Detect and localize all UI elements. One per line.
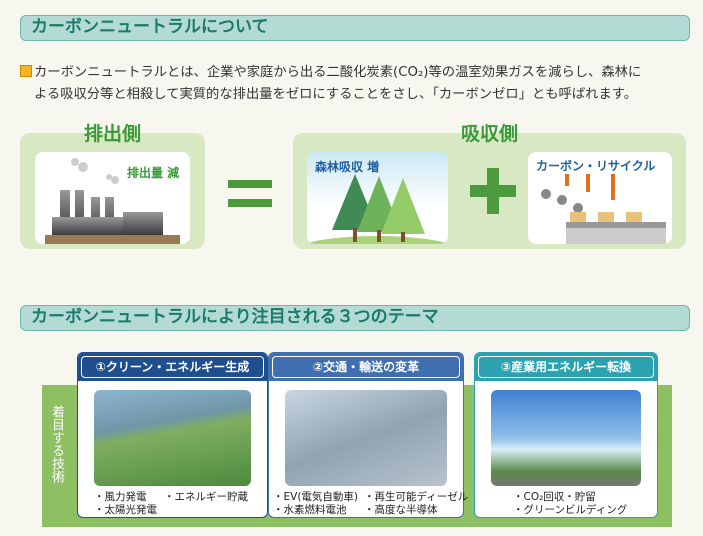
- paragraph-line-1: カーボンニュートラルとは、企業や家庭から出る二酸化炭素(CO₂)等の温室効果ガス…: [34, 65, 642, 80]
- bullet-item: ・エネルギー貯蔵: [164, 491, 248, 503]
- hydrogen-tank-photo: [491, 390, 641, 486]
- ev-car-photo: [285, 390, 447, 486]
- emission-title: 排出側: [83, 123, 141, 145]
- theme-card-industrial-energy: ③産業用エネルギー転換 ・CO₂回収・貯留 ・グリーンビルディング: [474, 352, 658, 518]
- tree-icon: [307, 174, 448, 244]
- theme-card-clean-energy: ①クリーン・エネルギー生成 ・風力発電 ・エネルギー貯蔵 ・太陽光発電: [77, 352, 268, 518]
- factory-illustration: 排出量 減: [35, 152, 190, 244]
- wind-farm-photo: [94, 390, 251, 486]
- absorption-title: 吸収側: [460, 123, 518, 145]
- equals-icon: [228, 180, 272, 207]
- emission-panel: 排出側 排出量 減: [20, 123, 205, 249]
- theme-title: ②交通・輸送の変革: [272, 356, 460, 378]
- absorption-panel: 吸収側 森林吸収 増 カーボン・リサイクル: [293, 123, 686, 249]
- square-bullet-icon: [20, 65, 32, 77]
- intro-paragraph: カーボンニュートラルとは、企業や家庭から出る二酸化炭素(CO₂)等の温室効果ガス…: [20, 62, 695, 106]
- factory-icon: [45, 158, 180, 244]
- technology-side-label: 着目する技術: [49, 405, 64, 483]
- bullet-item: ・水素燃料電池: [273, 504, 347, 516]
- theme-title: ①クリーン・エネルギー生成: [81, 356, 264, 378]
- forest-label: 森林吸収 増: [315, 160, 380, 174]
- emission-label: 排出量 減: [127, 166, 180, 180]
- section-header-themes: カーボンニュートラルにより注目される３つのテーマ: [20, 305, 690, 331]
- theme-title: ③産業用エネルギー転換: [478, 356, 654, 378]
- bullet-item: ・風力発電: [94, 491, 147, 503]
- bullet-item: ・EV(電気自動車): [273, 491, 359, 503]
- paragraph-line-2: よる吸収分等と相殺して実質的な排出量をゼロにすることをさし、「カーボンゼロ」とも…: [34, 87, 638, 102]
- forest-illustration: 森林吸収 増: [307, 152, 448, 244]
- bullet-item: ・太陽光発電: [94, 504, 157, 516]
- theme-card-transport: ②交通・輸送の変革 ・EV(電気自動車) ・再生可能ディーゼル ・水素燃料電池 …: [268, 352, 468, 518]
- bullet-item: ・CO₂回収・貯留: [513, 491, 596, 503]
- bullet-item: ・高度な半導体: [364, 504, 438, 516]
- recycle-label: カーボン・リサイクル: [536, 159, 656, 173]
- bullet-item: ・グリーンビルディング: [513, 504, 628, 516]
- carbon-recycle-illustration: カーボン・リサイクル: [528, 152, 672, 244]
- plus-icon: [470, 168, 516, 214]
- bullet-item: ・再生可能ディーゼル: [364, 491, 469, 503]
- section-header-carbon-neutral: カーボンニュートラルについて: [20, 15, 690, 41]
- conveyor-robot-icon: [541, 174, 666, 244]
